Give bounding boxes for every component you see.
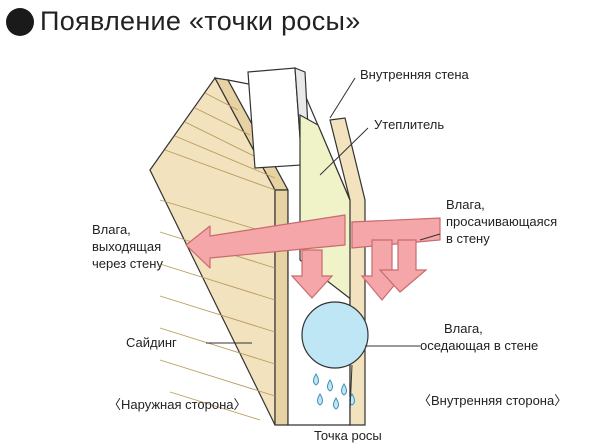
moisture-down-arrow-3	[378, 239, 428, 293]
droplet	[317, 393, 323, 406]
label-dew-point: Точка росы	[314, 428, 382, 443]
bullet-icon	[6, 7, 34, 36]
label-moisture-in-2: просачивающаяся	[446, 214, 558, 229]
droplet	[327, 379, 333, 392]
label-moisture-settle-2: оседающая в стене	[420, 338, 539, 353]
label-inner-wall: Внутренняя стена	[360, 67, 469, 82]
label-insulation: Утеплитель	[374, 117, 445, 132]
label-moisture-out-1: Влага,	[92, 222, 131, 237]
page-title: Появление «точки росы»	[6, 6, 361, 37]
label-moisture-out-3: через стену	[92, 256, 163, 271]
label-siding: Сайдинг	[126, 335, 177, 350]
droplet	[313, 373, 319, 386]
leader-lines	[206, 77, 441, 411]
droplet	[341, 383, 347, 396]
droplet	[333, 397, 339, 410]
title-text: Появление «точки росы»	[40, 6, 361, 36]
moisture-in-arrow	[351, 217, 441, 249]
siding-boards	[159, 92, 276, 421]
label-moisture-settle-1: Влага,	[444, 321, 483, 336]
moisture-out-arrow	[185, 214, 346, 269]
inner-wall-top	[247, 67, 303, 169]
label-moisture-out-2: выходящая	[92, 239, 162, 254]
label-moisture-in-1: Влага,	[446, 197, 485, 212]
label-outer-side: 〈Наружная сторона〉	[108, 397, 247, 412]
label-inner-side: 〈Внутренняя сторона〉	[418, 393, 568, 408]
dew-point-circle	[301, 301, 369, 369]
moisture-down-arrow-1	[290, 249, 334, 299]
label-moisture-in-3: в стену	[446, 231, 490, 246]
